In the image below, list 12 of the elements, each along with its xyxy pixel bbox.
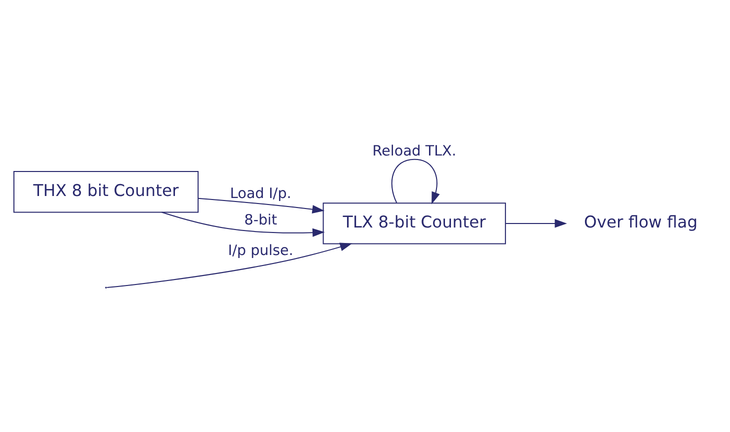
edge-label: I/p pulse. xyxy=(228,243,294,260)
arrow xyxy=(162,212,325,237)
node-box: TLX 8-bit Counter xyxy=(322,202,506,244)
arrow xyxy=(391,158,440,204)
arrow xyxy=(506,219,567,228)
node-text: Over flow flag xyxy=(584,212,698,232)
edge-label: Reload TLX. xyxy=(372,143,456,160)
edge-label: 8-bit xyxy=(244,212,278,229)
edge-label: Load I/p. xyxy=(230,186,292,202)
node-box: THX 8 bit Counter xyxy=(13,171,199,213)
arrow xyxy=(107,242,352,288)
arrow xyxy=(198,198,324,214)
